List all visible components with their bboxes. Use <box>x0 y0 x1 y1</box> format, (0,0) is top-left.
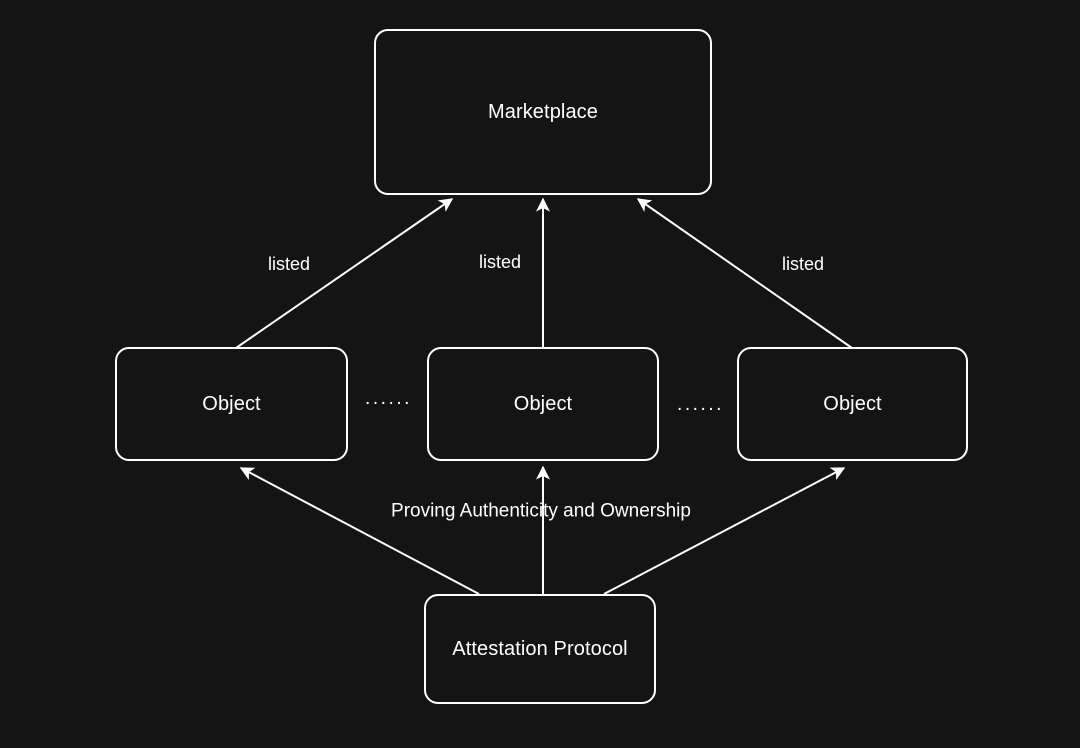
edge-label-proving-authenticity-and-ownership: Proving Authenticity and Ownership <box>391 500 691 522</box>
node-object-3[interactable]: Object <box>737 347 968 461</box>
node-marketplace[interactable]: Marketplace <box>374 29 712 195</box>
node-marketplace-label: Marketplace <box>487 101 599 123</box>
node-object-1-label: Object <box>202 393 261 415</box>
edge-listed-3 <box>636 198 853 349</box>
edge-label-listed-2: listed <box>478 252 522 272</box>
ellipsis-between-object-2-and-3: ······ <box>676 398 724 420</box>
edge-label-listed-1: listed <box>267 254 311 274</box>
node-object-3-label: Object <box>823 393 882 415</box>
edge-listed-1 <box>235 198 454 349</box>
edge-label-listed-3: listed <box>781 254 825 274</box>
node-attestation-protocol[interactable]: Attestation Protocol <box>424 594 656 704</box>
ellipsis-between-object-1-and-2: ······ <box>364 392 412 414</box>
node-attestation-protocol-label: Attestation Protocol <box>452 638 628 660</box>
node-object-2[interactable]: Object <box>427 347 659 461</box>
edge-proving-left <box>239 467 480 595</box>
node-object-2-label: Object <box>513 393 573 415</box>
node-object-1[interactable]: Object <box>115 347 348 461</box>
edge-proving-right <box>603 467 846 595</box>
